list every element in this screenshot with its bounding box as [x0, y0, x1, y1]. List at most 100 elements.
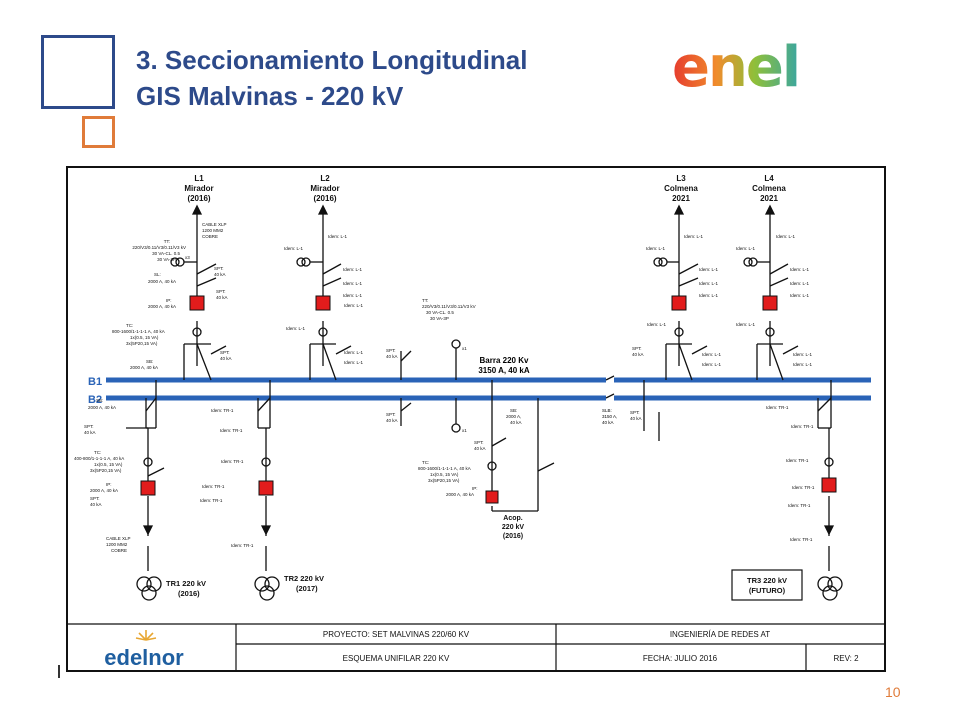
tr2-idem-5: Idem: TR-1 — [200, 498, 223, 503]
slide-marker — [58, 665, 60, 678]
feeder-l2-name: L2 — [320, 174, 330, 183]
tr2-year: (2017) — [296, 584, 318, 593]
l4-idem-7: Idem: L-1 — [793, 362, 813, 367]
l2-idem-6: Idem: L-1 — [286, 326, 306, 331]
l1-ip-value: 2000 A, 40 kA — [148, 304, 176, 309]
breaker-l3 — [671, 295, 687, 311]
l4-idem-3: Idem: L-1 — [790, 281, 810, 286]
l1-cable-line-2: 1200 MM2 — [202, 228, 224, 233]
tr3-idem-4: Idem: TR-1 — [792, 485, 815, 490]
drawing-frame — [66, 166, 886, 672]
coupling-tt-line-4: 30 VA-3P — [430, 316, 449, 321]
tr1-spt1-value: 40 kA — [84, 430, 96, 435]
l3-spt-label: SPT: — [632, 346, 642, 351]
bus-rating-line-1: Barra 220 Kv — [480, 356, 529, 365]
l3-spt-value: 40 kA — [632, 352, 644, 357]
page-number: 10 — [885, 684, 901, 700]
breaker-l1 — [189, 295, 205, 311]
tr1-ip-label: IP: — [106, 482, 112, 487]
l1-sl-value: 2000 A, 40 kA — [148, 279, 176, 284]
breaker-l4 — [762, 295, 778, 311]
breaker-tr2 — [258, 480, 274, 496]
coupling-spt-c-label: SPT: — [474, 440, 484, 445]
tr1-tc-line-2: 400-800/1-1-1-1 A, 40 kA — [74, 456, 124, 461]
tr1-spt2-value: 40 kA — [90, 502, 102, 507]
l2-idem-2: Idem: L-1 — [343, 267, 363, 272]
decorative-square-orange — [82, 116, 115, 148]
drawing-name: ESQUEMA UNIFILAR 220 KV — [343, 654, 450, 663]
slb-spt-label: SPT: — [630, 410, 640, 415]
tr1-name: TR1 220 kV — [166, 579, 206, 588]
tr3-idem-2: Idem: TR-1 — [791, 424, 814, 429]
bus-b1-label: B1 — [88, 376, 102, 388]
department-name: INGENIERÍA DE REDES AT — [670, 630, 770, 639]
coupling-sb-label: SB: — [510, 408, 517, 413]
l3-idem-1: Idem: L-1 — [646, 246, 666, 251]
l4-idem-1: Idem: L-1 — [736, 246, 756, 251]
tr1-tc-line-1: TC: — [94, 450, 101, 455]
coupling-tt-line-2: 220/V3/0.11/V3/0.11/V3 kV — [422, 304, 476, 309]
l2-idem-3: Idem: L-1 — [343, 281, 363, 286]
feeder-l2-destination: Mirador — [310, 184, 339, 193]
feeder-bay-l2 — [296, 204, 352, 381]
tr1-spt1-label: SPT: — [84, 424, 94, 429]
coupling-tc-line-4: 3x(5P20,15 VA) — [428, 478, 460, 483]
feeder-l3-year: 2021 — [672, 194, 690, 203]
tr2-idem-1: Idem: TR-1 — [211, 408, 234, 413]
tr1-year: (2016) — [178, 589, 200, 598]
feeder-l1-destination: Mirador — [184, 184, 213, 193]
l1-tc-line-4: 3x(5P20,15 VA) — [126, 341, 158, 346]
tr1-sb-value: 2000 A, 40 kA — [88, 405, 116, 410]
tr2-idem-2: Idem: TR-1 — [220, 428, 243, 433]
drawing-revision: REV: 2 — [833, 654, 859, 663]
l1-sb-value: 2000 A, 40 kA — [130, 365, 158, 370]
coupling-tt-line-3: 30 VA-CL. 0.5 — [426, 310, 454, 315]
title-line-2: GIS Malvinas - 220 kV — [136, 81, 404, 111]
l4-idem-2: Idem: L-1 — [790, 267, 810, 272]
title-line-1: 3. Seccionamiento Longitudinal — [136, 45, 528, 75]
slb-rating: 3150 A, — [602, 414, 617, 419]
l1-tt-x3: x3 — [185, 255, 190, 260]
l3-idem-7: Idem: L-1 — [702, 362, 722, 367]
l2-idem-4: Idem: L-1 — [343, 293, 363, 298]
l1-tt-line-4: 30 VA-3P — [157, 257, 176, 262]
breaker-coupling — [485, 490, 499, 504]
tr3-idem-3: Idem: TR-1 — [786, 458, 809, 463]
tr1-sb-label: SB: — [96, 398, 103, 403]
l1-sl-label: SL: — [154, 272, 161, 277]
breaker-tr3 — [821, 477, 837, 493]
coupling-spt-c-value: 40 kA — [474, 446, 486, 451]
feeder-l4-destination: Colmena — [752, 184, 786, 193]
coupling-tt-line-1: TT: — [422, 298, 428, 303]
l1-cable-line-1: CABLE XLP — [202, 222, 227, 227]
l2-idem-1: Idem: L-1 — [284, 246, 304, 251]
slide-title: 3. Seccionamiento Longitudinal GIS Malvi… — [136, 42, 528, 114]
l4-idem-4: Idem: L-1 — [790, 293, 810, 298]
l3-idem-3: Idem: L-1 — [699, 281, 719, 286]
tr3-idem-5: Idem: TR-1 — [788, 503, 811, 508]
l3-idem-6: Idem: L-1 — [702, 352, 722, 357]
l1-spt2-value: 40 kA — [216, 295, 228, 300]
l4-idem-tt: Idem: L-1 — [776, 234, 796, 239]
feeder-l4-name: L4 — [764, 174, 774, 183]
tr3-name: TR3 220 kV — [747, 576, 787, 585]
coupling-tc-line-2: 800-1600/1-1-1-1 A, 40 kA — [418, 466, 471, 471]
project-name: PROYECTO: SET MALVINAS 220/60 KV — [323, 630, 470, 639]
feeder-l3-name: L3 — [676, 174, 686, 183]
bus-coupling-bay — [400, 339, 555, 512]
feeder-bay-l3 — [653, 204, 708, 381]
title-block-grid — [67, 623, 885, 671]
l3-idem-tt: Idem: L-1 — [684, 234, 704, 239]
coupling-tc-line-1: TC: — [422, 460, 429, 465]
coupling-ip-label: IP: — [472, 486, 478, 491]
drawing-date: FECHA: JULIO 2016 — [643, 654, 718, 663]
l3-idem-2: Idem: L-1 — [699, 267, 719, 272]
coupling-ip-value: 2000 A, 40 kA — [446, 492, 474, 497]
tr1-cable-line-1: CABLE XLP — [106, 536, 131, 541]
l1-tc-line-2: 800-1600/1-1-1-1 A, 40 kA — [112, 329, 165, 334]
l3-idem-4: Idem: L-1 — [699, 293, 719, 298]
enel-logo-text: enel — [672, 35, 799, 100]
feeder-bay-l4 — [743, 204, 799, 381]
bus-b2-label: B2 — [88, 394, 102, 406]
coupling-tt-x1-bottom: x1 — [462, 428, 467, 433]
